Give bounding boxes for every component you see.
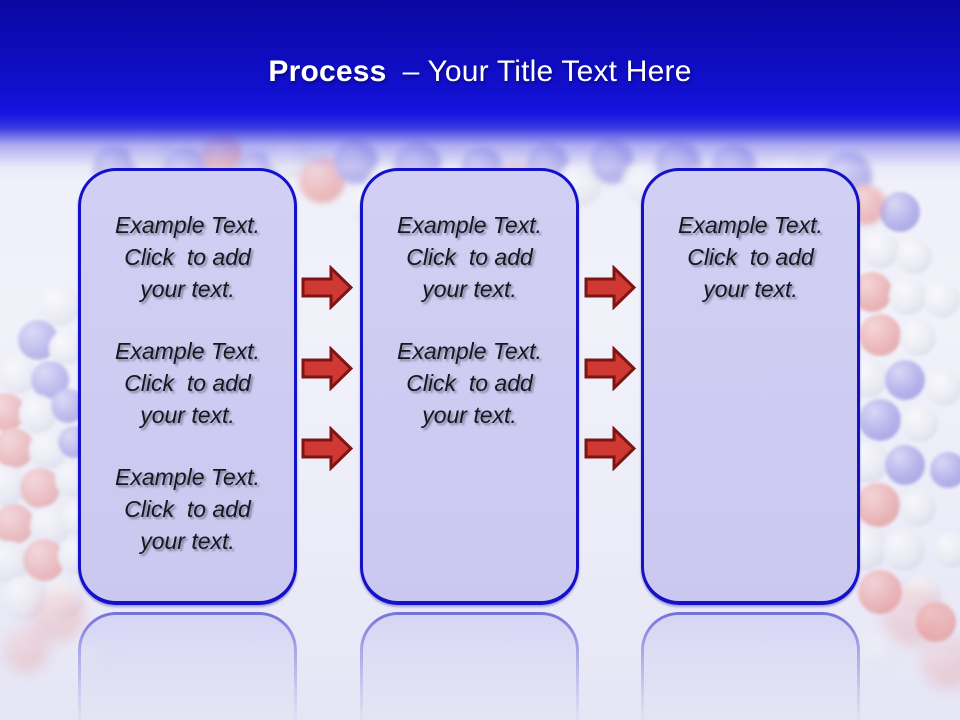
box-text-placeholder[interactable]: Example Text. Click to add your text. (115, 464, 260, 554)
box-reflection-3 (641, 612, 860, 720)
box-text-placeholder[interactable]: Example Text. Click to add your text. (115, 338, 260, 428)
page-title: Process – Your Title Text Here (0, 52, 960, 92)
box-text-placeholder[interactable]: Example Text. Click to add your text. (115, 212, 260, 302)
title-text: – Your Title Text Here (402, 55, 692, 88)
box-text-placeholder[interactable]: Example Text. Click to add your text. (397, 212, 542, 302)
right-arrow-icon (301, 265, 353, 310)
process-box-1[interactable]: Example Text. Click to add your text. Ex… (78, 168, 297, 605)
right-arrow-icon (584, 426, 636, 471)
box-text-placeholder[interactable]: Example Text. Click to add your text. (678, 212, 823, 302)
box-reflection-2 (360, 612, 579, 720)
right-arrow-icon (584, 345, 636, 391)
right-arrow-icon (584, 265, 636, 310)
process-box-2[interactable]: Example Text. Click to add your text. Ex… (360, 168, 579, 605)
process-box-3[interactable]: Example Text. Click to add your text. (641, 168, 860, 605)
box-reflection-1 (78, 612, 297, 720)
title-emphasis: Process (268, 55, 387, 88)
arrow-column-1 (301, 265, 355, 471)
right-arrow-icon (301, 426, 353, 471)
box-text-placeholder[interactable]: Example Text. Click to add your text. (397, 338, 542, 428)
title-banner (0, 0, 960, 182)
right-arrow-icon (301, 345, 353, 391)
arrow-column-2 (584, 265, 638, 471)
